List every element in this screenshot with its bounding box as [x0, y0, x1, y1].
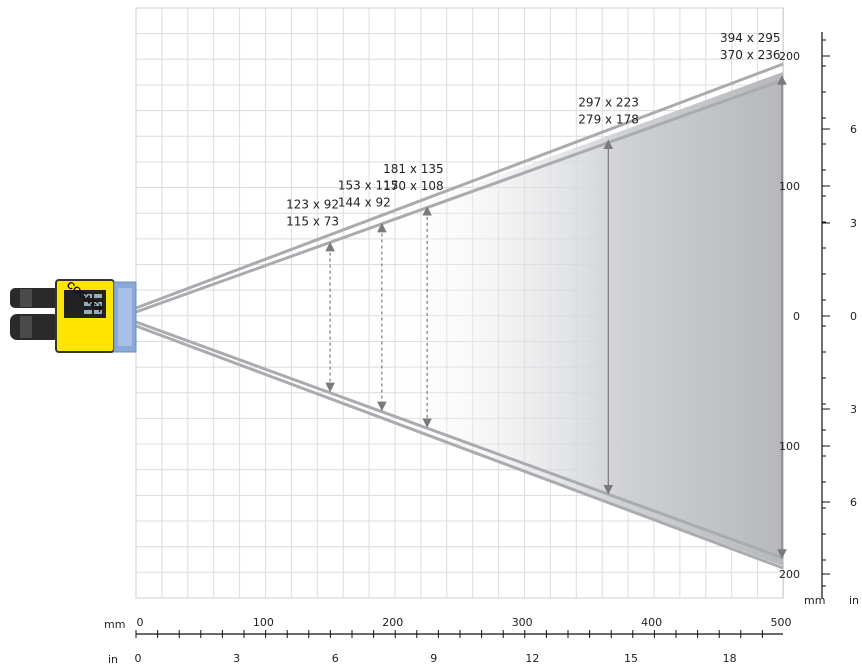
- fov-label-small: 370 x 236: [720, 48, 781, 62]
- unit-label-mm-right: mm: [804, 594, 825, 607]
- x-tick-label-mm: 300: [512, 616, 533, 629]
- fov-label-large: 297 x 223: [578, 95, 639, 109]
- y-tick-label-in: 6: [850, 123, 857, 136]
- x-tick-label-in: 6: [332, 652, 339, 665]
- fov-label-small: 279 x 178: [578, 112, 639, 126]
- x-axis-bottom: 0 100 200 300 400 500 0 3 6 9 12 15 18: [135, 616, 792, 665]
- x-tick-label-in: 0: [135, 652, 142, 665]
- y-tick-label-mm: 200: [779, 50, 800, 63]
- x-tick-label-mm: 400: [641, 616, 662, 629]
- x-tick-label-in: 9: [430, 652, 437, 665]
- unit-label-in-bottom: in: [108, 653, 118, 666]
- y-tick-label-in: 3: [850, 403, 857, 416]
- y-axis-right: 200 100 0 100 200 6 3 0 3 6: [779, 32, 857, 598]
- fov-label-large: 123 x 92: [286, 198, 339, 212]
- y-tick-label-mm: 0: [793, 310, 800, 323]
- y-tick-label-in: 3: [850, 217, 857, 230]
- y-tick-label-mm: 200: [779, 568, 800, 581]
- fov-label-large: 153 x 115: [338, 179, 399, 193]
- fov-label-small: 115 x 73: [286, 215, 339, 229]
- unit-label-mm-bottom: mm: [104, 618, 125, 631]
- x-tick-label-in: 3: [233, 652, 240, 665]
- camera-image: COGNEX: [10, 279, 137, 353]
- x-tick-label-in: 15: [624, 652, 638, 665]
- unit-label-in-right: in: [849, 594, 859, 607]
- fov-label-small: 144 x 92: [338, 196, 391, 210]
- field-of-view-cone: [136, 72, 783, 566]
- x-tick-label-mm: 200: [382, 616, 403, 629]
- x-tick-label-mm: 100: [253, 616, 274, 629]
- x-tick-label-mm: 0: [137, 616, 144, 629]
- x-tick-label-mm: 500: [771, 616, 792, 629]
- y-tick-label-in: 0: [850, 310, 857, 323]
- x-tick-label-in: 12: [525, 652, 539, 665]
- cone-edges: [135, 62, 784, 570]
- fov-label-large: 181 x 135: [383, 162, 444, 176]
- y-tick-label-mm: 100: [779, 440, 800, 453]
- y-tick-label-in: 6: [850, 496, 857, 509]
- x-tick-label-in: 18: [723, 652, 737, 665]
- fov-label-small: 170 x 108: [383, 179, 444, 193]
- measurement-arrows: 123 x 92 115 x 73 153 x 115 144 x 92 181 x 1…: [286, 31, 787, 559]
- y-tick-label-mm: 100: [779, 180, 800, 193]
- fov-label-large: 394 x 295: [720, 31, 781, 45]
